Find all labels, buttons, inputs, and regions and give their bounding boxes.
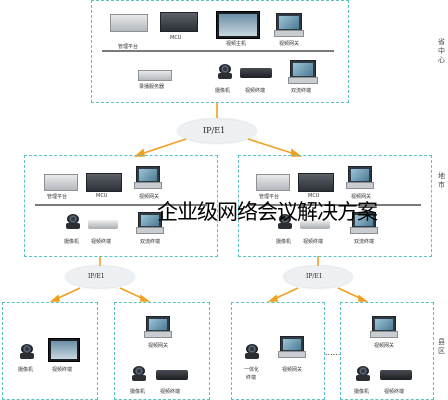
left-codec [88,220,118,229]
b2-terminal-label: 视频终端 [160,389,181,395]
b2-camera [132,366,146,382]
right-site-box [238,155,432,257]
right-terminal-label: 视频终端 [303,239,324,245]
b3-camera-label: 一体化 [244,367,260,373]
b1-camera-label: 摄像机 [18,367,34,373]
right-codec [300,220,330,229]
b2-gateway-laptop [144,316,172,338]
left-mgmt-label: 管理平台 [47,194,68,200]
left-gateway-laptop [134,166,162,189]
b4-codec [380,370,412,380]
left-mcu-server [86,173,122,192]
b4-gateway-label: 视频网关 [374,343,395,349]
right-gateway-laptop [346,166,374,189]
right-mcu-label: MCU [308,193,320,199]
mcu-server [160,12,198,32]
left-terminal-label: 视频终端 [91,239,112,245]
top-mcu-label: MCU [170,35,182,41]
top-dual-label: 双流终端 [291,88,312,94]
left-gateway-label: 视频网关 [139,194,160,200]
left-mgmt-server [44,174,78,191]
b1-terminal-label: 视频终端 [52,367,73,373]
gateway-laptop [274,13,304,37]
top-cloud [178,119,256,143]
top-camera [218,64,232,80]
b3-terminal-label: 终端 [246,375,257,381]
b3-gateway-label: 视频网关 [282,367,303,373]
b2-codec [156,370,188,380]
right-mgmt-label: 管理平台 [259,194,280,200]
left-mcu-label: MCU [96,193,108,199]
left-cloud [66,266,134,288]
recorder-server [138,70,172,81]
top-recorder-label: 录播服务器 [139,84,165,90]
side-label-mid: 地 市 [438,172,445,189]
right-dual-label: 双流终端 [354,239,375,245]
b3-gateway-laptop [278,336,306,358]
video-host-display [216,11,260,39]
right-mgmt-server [256,174,290,191]
right-cloud-label: IP/E1 [306,273,323,280]
top-camera-label: 摄像机 [215,88,231,94]
b3-camera [245,344,259,360]
right-dual-laptop [350,212,378,234]
b4-camera-label: 摄像机 [354,389,370,395]
top-gateway-label: 视频网关 [279,41,300,47]
top-codec [240,68,272,78]
b1-display [48,338,80,362]
right-mcu-server [298,173,334,192]
right-camera [278,214,292,230]
b4-gateway-laptop [370,316,398,338]
top-dual-laptop [288,60,318,84]
left-dual-laptop [136,212,164,234]
left-dual-label: 双流终端 [140,239,161,245]
top-mgmt-label: 管理平台 [118,44,139,50]
mgmt-server [110,14,148,32]
right-camera-label: 摄像机 [276,239,292,245]
b2-gateway-label: 视频网关 [148,343,169,349]
b4-camera [356,366,370,382]
ellipsis: ...... [325,348,341,357]
top-terminal-label: 视频终端 [245,88,266,94]
b1-camera [20,344,34,360]
side-label-top: 省 中 心 [438,38,445,64]
left-network-bus [35,204,207,206]
left-cloud-label: IP/E1 [88,273,105,280]
b2-camera-label: 摄像机 [130,389,146,395]
top-network-bus [102,50,334,52]
left-camera [66,214,80,230]
top-site-box [91,0,349,103]
left-site-box [24,155,218,257]
right-gateway-label: 视频网关 [351,194,372,200]
b4-terminal-label: 视频终端 [384,389,405,395]
right-cloud [284,266,352,288]
side-label-bottom: 县 区 [438,338,445,355]
top-cloud-label: IP/E1 [203,126,226,135]
right-network-bus [249,204,421,206]
page-title: 企业级网络会议解决方案 [157,200,378,224]
top-video-host-label: 视频主机 [226,41,247,47]
left-camera-label: 摄像机 [64,239,80,245]
